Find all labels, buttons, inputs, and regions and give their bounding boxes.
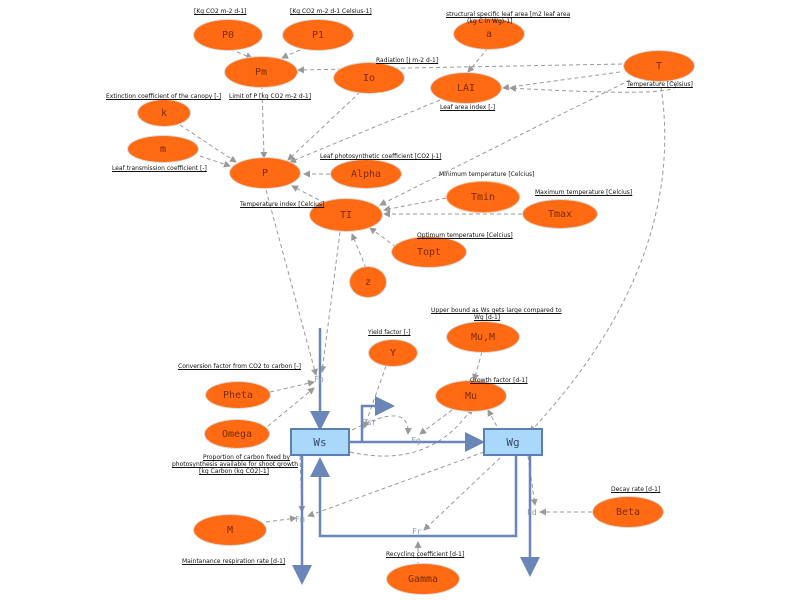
label-omega-line3: [kg Carbon (kg CO2)-1] [199,468,269,475]
link-io-p [287,91,361,161]
node-a[interactable]: a [453,18,525,50]
node-topt[interactable]: Topt [391,236,467,268]
label-a-line2: (kg C in Wg)-1] [467,18,513,25]
node-y[interactable]: Y [368,339,418,367]
label-y: Yield factor [-] [368,329,411,336]
link-z-ti [351,233,367,269]
link-a-lai [467,47,489,73]
link-wg-fm [307,451,485,518]
label-mu: Growth factor [d-1] [470,377,528,384]
link-topt-ti [369,227,397,248]
node-lai[interactable]: LAI [430,72,502,104]
link-p0-pm [236,51,253,60]
node-m[interactable]: M [193,514,267,546]
link-mu-fg [419,409,453,435]
pipe-recycle [310,456,518,538]
link-lai-p [289,99,441,163]
label-tmax: Maximum temperature [Celcius] [535,189,633,196]
node-tmin[interactable]: Tmin [446,181,520,213]
link-pheta-fp [269,379,315,393]
label-a-line1: structural specific leaf area [m2 leaf a… [446,11,571,18]
label-pheta: Conversion factor from CO2 to carbon [-] [178,363,301,370]
node-p0[interactable]: P0 [193,19,263,51]
link-ti-p [291,185,326,204]
node-beta[interactable]: Beta [592,496,664,528]
link-ws-fg [351,415,412,435]
label-gamma: Recycling coefficient [d-1] [386,551,465,558]
flow-fr: Fr [412,527,422,536]
node-omega[interactable]: Omega [204,419,270,449]
link-m-p [199,155,231,168]
node-t[interactable]: T [623,50,695,82]
label-omega-line1: Proportion of carbon fixed by [203,454,291,461]
label-io: Radiation [J m-2 d-1] [376,57,439,64]
node-tmax[interactable]: Tmax [522,199,598,229]
node-pheta[interactable]: Pheta [205,381,271,409]
node-m-small[interactable]: m [127,135,199,163]
label-alpha: Leaf photosynthetic coefficient [CO2 J-1… [320,153,442,160]
flow-fd: Fd [527,508,537,517]
link-m-fm [265,515,297,523]
label-m: Leaf transmission coefficient [-] [112,165,207,172]
node-mum[interactable]: Mu,M [446,321,520,353]
node-p1[interactable]: P1 [282,19,354,51]
node-gamma[interactable]: Gamma [386,563,460,595]
link-pm-p [260,84,268,159]
label-m-maint: Maintanance respiration rate [d-1] [182,558,286,565]
flow-psr: Psr [362,418,377,427]
flow-fp: Fp [314,375,324,384]
dependency-links [179,47,677,566]
node-alpha[interactable]: Alpha [330,159,402,189]
link-p1-pm [281,49,301,59]
stock-ws[interactable]: Ws [290,428,350,456]
flow-fm: Fm [295,515,305,524]
label-pm: Limit of P [kg CO2 m-2 d-1] [229,93,312,100]
label-lai: Leaf area index [-] [440,104,496,111]
label-p0-unit: [Kg CO2 m-2 d-1] [194,8,247,15]
link-t-lai-right [509,77,677,93]
label-k: Extinction coefficient of the canopy [-] [106,93,222,100]
link-omega-fp [267,387,315,427]
link-ti-fp [319,231,341,373]
label-tmin: Minimum temperature [Celcius] [439,171,535,178]
node-ti[interactable]: TI [309,198,383,232]
link-tmin-ti [383,197,447,213]
node-z[interactable]: z [349,266,387,298]
label-mum-line1: Upper bound as Ws gets large compared to [431,307,562,314]
link-ws-mu [349,407,473,457]
label-beta: Decay rate [d-1] [611,486,661,493]
pipe-psr [360,396,395,442]
node-k[interactable]: k [137,99,191,127]
node-io[interactable]: Io [333,62,405,94]
label-topt: Optimum temperature [Celcius] [417,232,513,239]
link-y-psr [362,365,387,429]
link-wg-fr [423,457,501,531]
node-p[interactable]: P [229,157,301,189]
link-mum-mu [472,351,483,381]
link-t-lai [502,71,621,91]
label-mum-line2: Wg [d-1] [474,314,501,321]
label-p1-unit: [Kg CO2 m-2 d-1 Celsius-1] [290,8,372,15]
node-mu[interactable]: Mu [435,380,507,412]
flow-fg: Fg [411,436,421,445]
label-ti: Temperature index [Celcius] [240,201,325,208]
link-t-ti [379,79,631,206]
label-omega-line2: photosynthesis available for shoot growt… [172,461,299,468]
flow-pipes [292,328,540,585]
link-p-fp [265,189,318,376]
node-pm[interactable]: Pm [224,56,298,88]
link-t-pm [297,63,623,74]
label-t: Temperature [Celsius] [627,81,693,88]
link-t-fg [529,79,666,433]
stock-wg[interactable]: Wg [483,428,543,456]
